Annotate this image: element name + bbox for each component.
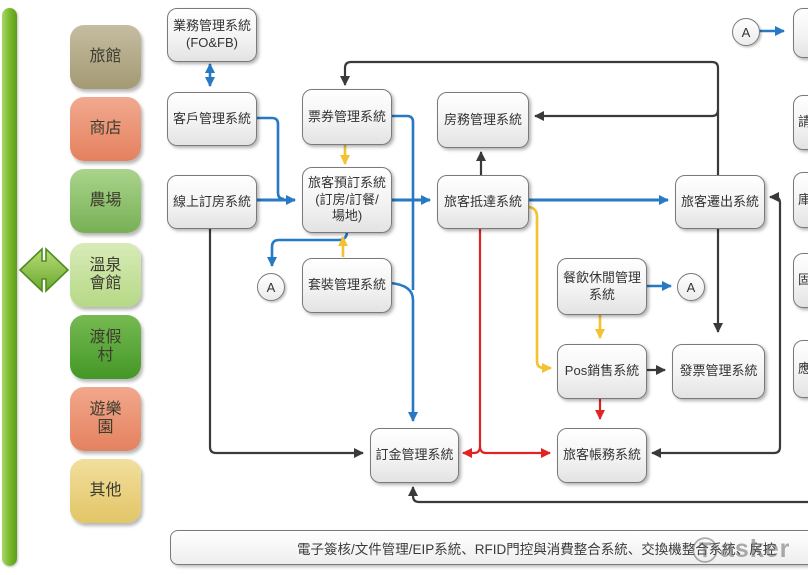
edge-system-2: 請 (793, 95, 808, 150)
system-label: Pos銷售系統 (564, 363, 640, 379)
arrow-to-housekeeping-right (534, 109, 720, 121)
arrow-checkout-to-ticket-and-invoice (340, 60, 723, 333)
arrow-package-to-deposit (389, 281, 418, 422)
system-label: 線上訂房系統 (172, 193, 251, 209)
system-invoice-management: 發票管理系統 (672, 344, 765, 399)
category-label: 村 (97, 347, 114, 364)
system-guest-checkout: 旅客遷出系統 (675, 175, 765, 229)
category-hotspring: 溫泉會館 (70, 243, 141, 307)
category-label: 農場 (89, 191, 122, 209)
left-right-arrow-icon (18, 247, 70, 293)
arrow-reservation-to-connector-a (267, 230, 349, 267)
category-amusement: 遊樂園 (70, 387, 141, 451)
system-label: 客戶管理系統 (172, 110, 251, 126)
arrow-arrival-to-pos (526, 205, 552, 373)
category-label: 其他 (89, 481, 122, 499)
category-shop: 商店 (70, 97, 141, 161)
system-guest-billing: 旅客帳務系統 (557, 428, 647, 483)
system-label: 固 (798, 272, 808, 288)
system-package-management: 套裝管理系統 (302, 258, 392, 313)
watermark-logo-icon: Ⓣ (692, 536, 720, 566)
category-resort: 渡假村 (70, 315, 141, 379)
category-label: 會館 (89, 275, 122, 292)
system-business-management: 業務管理系統(FO&FB) (167, 8, 257, 62)
category-label: 溫泉 (89, 256, 122, 274)
category-label: 園 (97, 419, 114, 436)
category-label: 商店 (89, 119, 122, 137)
system-guest-reservation: 旅客預訂系統(訂房/訂餐/場地) (302, 167, 392, 233)
category-hotel: 旅館 (70, 25, 141, 89)
system-label: 請 (798, 114, 808, 130)
system-fnb-leisure: 餐飲休閒管理系統 (557, 258, 647, 315)
system-housekeeping: 房務管理系統 (437, 92, 529, 148)
edge-system-4: 固 (793, 253, 808, 308)
arrow-online-booking-to-deposit (208, 226, 364, 458)
watermark: Ⓣ asker (692, 531, 790, 568)
system-ticket-management: 票券管理系統 (302, 89, 392, 145)
system-label: 業務管理系統 (172, 18, 251, 34)
edge-system-5: 應 (793, 340, 808, 398)
watermark-text: asker (720, 535, 791, 563)
category-label: 旅館 (89, 47, 122, 65)
connector-letter: A (741, 24, 751, 40)
category-label: 遊樂 (89, 400, 122, 418)
system-pos-sales: Pos銷售系統 (557, 344, 647, 399)
line-ticket-down (390, 114, 415, 290)
arrow-right-edge-to-deposit (408, 486, 808, 504)
integration-systems-bar: 電子簽核/文件管理/EIP系統、RFID門控與消費整合系統、交換機整合系統、房控 (170, 530, 808, 565)
connector-a-top-right: A (732, 18, 760, 46)
system-deposit-management: 訂金管理系統 (370, 428, 459, 483)
system-label: 旅客抵達系統 (443, 193, 522, 209)
connector-letter: A (266, 279, 276, 295)
system-label: 票券管理系統 (307, 108, 386, 124)
line-crm-to-reservation (253, 116, 285, 201)
system-label: 發票管理系統 (679, 363, 758, 379)
system-online-booking: 線上訂房系統 (167, 175, 257, 229)
system-label: 訂金管理系統 (375, 447, 454, 463)
system-label: 庫 (798, 191, 808, 207)
connector-a-middle: A (677, 273, 705, 301)
system-label: 系統 (588, 286, 615, 302)
arrow-arrival-to-billing (478, 445, 551, 458)
category-label: 渡假 (89, 328, 122, 346)
system-guest-arrival: 旅客抵達系統 (437, 175, 529, 229)
category-rail (2, 8, 17, 566)
connector-letter: A (686, 279, 696, 295)
category-farm: 農場 (70, 169, 141, 233)
system-label: 套裝管理系統 (307, 277, 386, 293)
connector-a-left: A (257, 273, 285, 301)
arrow-billing-checkout-double (651, 192, 782, 458)
edge-system-1 (793, 8, 808, 58)
system-label: 應 (798, 360, 808, 376)
edge-system-3: 庫 (793, 172, 808, 228)
system-label: 旅客預訂系統 (307, 174, 386, 190)
category-other: 其他 (70, 459, 141, 523)
system-label: (FO&FB) (186, 35, 238, 50)
system-label: (訂房/訂餐/ (315, 191, 379, 207)
integration-systems-text: 電子簽核/文件管理/EIP系統、RFID門控與消費整合系統、交換機整合系統、房控 (297, 541, 777, 557)
system-label: 旅客帳務系統 (562, 447, 641, 463)
system-label: 餐飲休閒管理 (562, 269, 641, 285)
system-label: 場地) (331, 208, 363, 224)
system-label: 旅客遷出系統 (680, 193, 759, 209)
system-label: 房務管理系統 (443, 111, 522, 127)
system-crm: 客戶管理系統 (167, 92, 257, 146)
arrow-arrival-to-deposit (462, 226, 482, 458)
